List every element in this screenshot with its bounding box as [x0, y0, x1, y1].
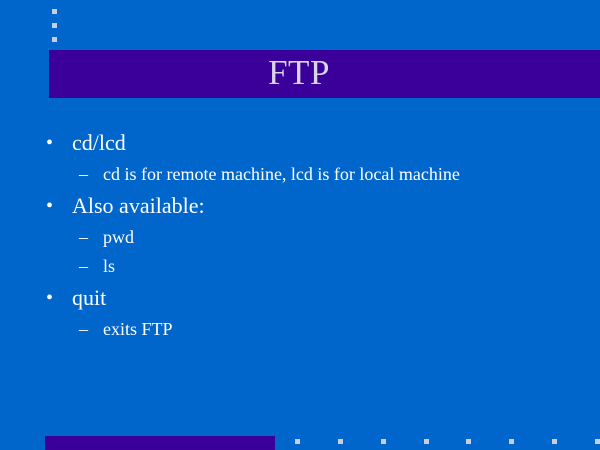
bullet-level1: • quit	[0, 283, 600, 313]
decoration-dot	[52, 37, 57, 42]
bullet-level2: –ls	[0, 254, 600, 279]
slide-title: FTP	[268, 53, 330, 92]
decoration-dot	[509, 439, 514, 444]
decoration-dot	[295, 439, 300, 444]
decoration-dot	[595, 439, 600, 444]
decoration-dot	[381, 439, 386, 444]
subbullet-marker-icon: –	[79, 164, 88, 184]
decoration-dot	[424, 439, 429, 444]
subbullet-marker-icon: –	[79, 319, 88, 339]
bullet-level1-label: quit	[72, 285, 107, 310]
bullet-level2: –pwd	[0, 225, 600, 250]
bullet-level1-label: Also available:	[72, 193, 205, 218]
subbullet-marker-icon: –	[79, 227, 88, 247]
decoration-dot	[466, 439, 471, 444]
bullet-level1-label: cd/lcd	[72, 130, 126, 155]
bottom-accent-bar	[45, 436, 275, 450]
bullet-level2-label: exits FTP	[103, 319, 173, 339]
bullet-level1: • Also available:	[0, 191, 600, 221]
bullet-level2-label: pwd	[103, 227, 134, 247]
bullet-marker-icon: •	[46, 132, 54, 154]
decoration-dot	[338, 439, 343, 444]
slide-body: •cd/lcd–cd is for remote machine, lcd is…	[0, 128, 600, 346]
top-left-decoration-dots	[52, 6, 62, 50]
bottom-decoration-dots	[295, 439, 600, 445]
decoration-dot	[52, 23, 57, 28]
decoration-dot	[52, 9, 57, 14]
bullet-marker-icon: •	[46, 287, 54, 309]
bullet-level2-label: ls	[103, 256, 116, 276]
bullet-marker-icon: •	[46, 195, 54, 217]
bullet-level2-label: cd is for remote machine, lcd is for loc…	[103, 164, 460, 184]
subbullet-marker-icon: –	[79, 256, 88, 276]
bullet-level1: • cd/lcd	[0, 128, 600, 158]
slide-title-band: FTP	[49, 50, 600, 98]
bullet-level2: –cd is for remote machine, lcd is for lo…	[0, 162, 600, 187]
bullet-level2: –exits FTP	[0, 317, 600, 342]
decoration-dot	[552, 439, 557, 444]
